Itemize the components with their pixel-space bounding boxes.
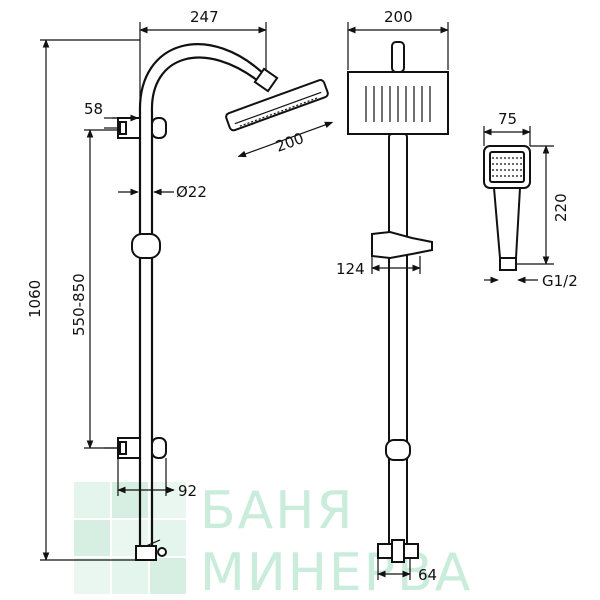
dim-head-width: 200 <box>384 8 413 26</box>
dim-valve-width: 64 <box>418 566 437 584</box>
dim-bottom-offset: 92 <box>178 482 197 500</box>
watermark-line-1: БАНЯ <box>200 481 354 541</box>
shower-column-front-view <box>347 41 449 563</box>
dimension-lines-right <box>483 126 554 284</box>
watermark-line-2: МИНЕРВА <box>200 543 472 600</box>
dim-bracket-spacing: 550-850 <box>70 273 88 336</box>
dim-total-height: 1060 <box>26 280 44 318</box>
dim-holder-width: 124 <box>336 260 365 278</box>
dimension-lines-middle <box>347 22 449 580</box>
dim-arm-reach: 247 <box>190 8 219 26</box>
dim-pipe-diameter: Ø22 <box>176 183 207 201</box>
dim-head-diagonal: 200 <box>273 129 306 156</box>
shower-column-side-view <box>104 43 329 561</box>
dim-hand-length: 220 <box>552 193 570 222</box>
dimension-lines-left <box>40 22 334 561</box>
dim-hand-width: 75 <box>498 110 517 128</box>
dim-bracket-offset: 58 <box>84 100 103 118</box>
watermark-logo-icon <box>74 482 186 594</box>
dim-thread: G1/2 <box>542 272 578 290</box>
hand-shower-view <box>483 145 531 271</box>
